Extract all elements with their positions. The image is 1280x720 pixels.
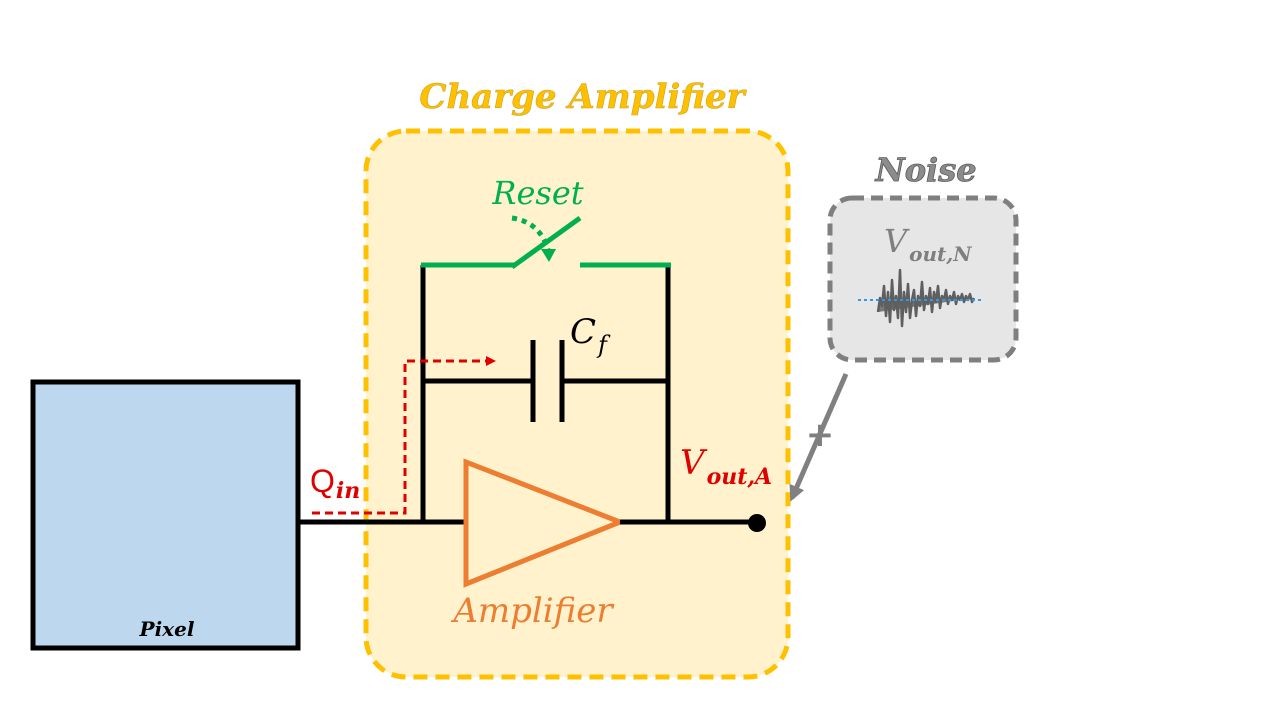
noise-addition-arrow	[789, 373, 849, 502]
reset-motion-arrow	[511, 215, 551, 251]
reset-motion-arrowhead	[541, 249, 556, 262]
amplifier-label: Amplifier	[450, 591, 614, 631]
charge-amplifier-title: Charge Amplifier	[419, 77, 746, 117]
amplifier-triangle	[463, 458, 627, 588]
pixel-label: Pixel	[139, 617, 195, 641]
noise-waveform	[876, 268, 976, 328]
output-voltage-label: Vout,A	[680, 443, 772, 490]
plus-sign: +	[806, 415, 835, 455]
noise-title: Noise	[874, 151, 976, 189]
charge-flow-path	[312, 356, 496, 515]
pixel-block	[30, 379, 301, 651]
reset-label: Reset	[491, 174, 583, 212]
noise-box	[827, 195, 1019, 363]
charge-input-label: Qin	[310, 463, 360, 504]
output-node	[748, 514, 766, 532]
